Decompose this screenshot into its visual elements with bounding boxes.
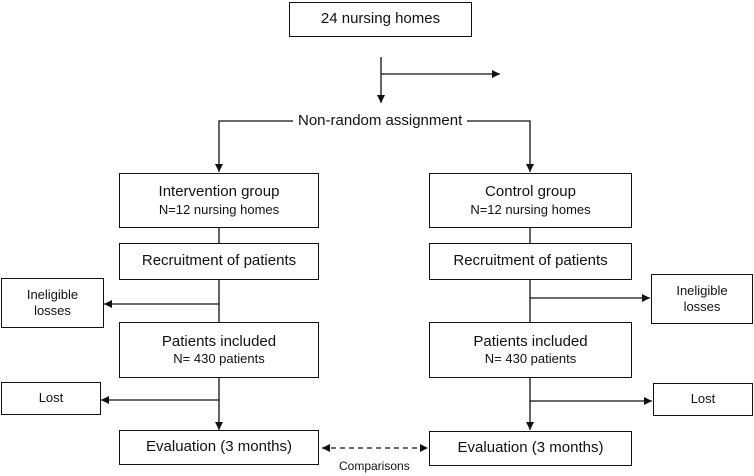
intervention-group-title: Intervention group [158, 183, 280, 200]
assignment-label: Non-random assignment [295, 112, 466, 129]
intervention-ineligible-line1: Ineligible [26, 286, 79, 302]
intervention-lost-box: Lost [1, 382, 101, 415]
intervention-ineligible-box: Ineligible losses [1, 278, 104, 328]
control-evaluation-box: Evaluation (3 months) [429, 431, 632, 466]
control-lost-label: Lost [690, 391, 716, 407]
intervention-included-box: Patients included N= 430 patients [119, 322, 319, 378]
control-included-count: N= 430 patients [484, 351, 577, 367]
intervention-included-count: N= 430 patients [173, 351, 265, 367]
control-ineligible-line2: losses [683, 299, 721, 314]
intervention-lost-label: Lost [38, 390, 64, 406]
intervention-recruitment-label: Recruitment of patients [141, 252, 297, 270]
intervention-recruitment-box: Recruitment of patients [119, 243, 319, 280]
source-box-label: 24 nursing homes [320, 10, 441, 28]
control-ineligible-box: Ineligible losses [651, 274, 753, 324]
intervention-ineligible-line2: losses [34, 303, 71, 318]
assignment-to-control-arrow [467, 120, 534, 172]
control-included-title: Patients included [473, 332, 588, 350]
control-recruitment-box: Recruitment of patients [429, 243, 632, 280]
control-group-title: Control group [485, 183, 576, 200]
intervention-evaluation-box: Evaluation (3 months) [119, 430, 319, 465]
control-ineligible-line1: Ineligible [676, 282, 728, 298]
source-box: 24 nursing homes [289, 2, 472, 37]
intervention-group-box: Intervention group N=12 nursing homes [119, 173, 319, 228]
intervention-evaluation-label: Evaluation (3 months) [146, 438, 292, 456]
control-group-box: Control group N=12 nursing homes [429, 173, 632, 228]
control-lost-box: Lost [653, 383, 753, 416]
control-recruitment-label: Recruitment of patients [453, 252, 608, 270]
control-group-size: N=12 nursing homes [470, 201, 591, 217]
comparisons-label: Comparisons [339, 459, 410, 473]
intervention-included-title: Patients included [161, 332, 277, 350]
control-included-box: Patients included N= 430 patients [429, 322, 632, 378]
control-evaluation-label: Evaluation (3 months) [457, 439, 604, 457]
intervention-group-size: N=12 nursing homes [158, 201, 280, 217]
assignment-to-intervention-arrow [215, 120, 293, 172]
